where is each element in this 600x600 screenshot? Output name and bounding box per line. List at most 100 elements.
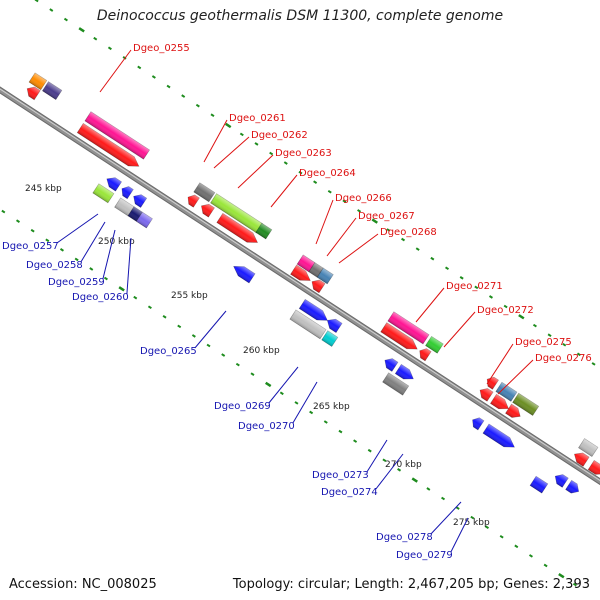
gene-feature [135,211,153,229]
tick-mark [265,381,272,388]
tick-mark [591,362,596,366]
tick-mark [547,333,552,337]
leader-line [366,439,388,473]
tick-mark [327,189,332,194]
gene-feature [28,72,48,91]
gene-feature [114,197,135,217]
tick-mark [181,94,186,98]
tick-mark [576,352,581,357]
gene-feature [380,322,418,350]
scale-label: 275 kbp [453,518,490,528]
gene-feature [495,381,518,402]
gene-label: Dgeo_0260 [72,292,129,303]
leader-line [126,237,132,295]
gene-label: Dgeo_0273 [312,470,369,481]
gene-feature [255,222,273,240]
gene-feature [512,392,540,416]
tick-mark [147,305,152,310]
gene-feature [26,86,41,101]
gene-feature [326,318,343,333]
leader-line [270,174,298,208]
gene-feature [529,475,549,494]
tick-mark [572,582,577,587]
gene-feature [387,311,430,345]
leader-line [80,221,106,263]
scale-label: 265 kbp [313,402,350,412]
leader-line [237,154,274,189]
scale-label: 245 kbp [25,184,62,194]
gene-label: Dgeo_0269 [214,401,271,412]
tick-mark [562,342,567,347]
gene-label: Dgeo_0255 [133,43,190,54]
gene-feature [201,203,215,218]
gene-feature [382,372,410,396]
gene-feature [308,262,324,278]
gene-feature [133,194,148,208]
scale-label: 260 kbp [243,346,280,356]
tick-mark [133,295,138,300]
gene-feature [290,264,311,281]
gene-label: Dgeo_0276 [535,353,592,364]
tick-mark [338,429,343,434]
tick-mark [166,84,171,89]
gene-label: Dgeo_0258 [26,260,83,271]
gene-feature [210,193,264,234]
tick-mark [151,75,156,79]
tick-mark [367,448,372,453]
tick-mark [89,267,94,271]
tick-mark [1,209,6,214]
tick-mark [313,180,318,184]
tick-mark [294,401,299,405]
leader-line [326,217,357,257]
tick-mark [455,506,460,510]
tick-mark [470,515,475,520]
tick-mark [34,0,39,3]
gene-label: Dgeo_0264 [299,168,356,179]
tick-mark [397,468,402,472]
gene-feature [321,330,339,347]
leader-line [203,119,228,163]
tick-mark [309,410,314,415]
tick-mark [518,314,525,320]
leader-line [450,517,469,553]
leader-line [443,311,476,348]
gene-feature [187,194,200,208]
tick-mark [503,304,508,309]
gene-feature [289,309,327,340]
tick-mark [162,315,167,319]
tick-mark [298,170,303,175]
scale-label: 250 kbp [98,237,135,247]
gene-labels: Dgeo_0255Dgeo_0261Dgeo_0262Dgeo_0263Dgeo… [2,43,592,561]
tick-mark [239,132,244,137]
tick-mark [543,563,548,568]
tick-mark [107,46,112,51]
tick-mark [426,487,431,491]
tick-mark [206,343,211,348]
gene-feature [84,111,150,160]
leader-line [194,310,227,349]
tick-mark [118,286,125,292]
tick-mark [532,323,537,328]
gene-label: Dgeo_0265 [140,346,197,357]
gene-feature [384,358,399,372]
tick-mark [254,142,259,146]
tick-mark [371,218,378,224]
tick-mark [357,209,362,213]
leader-line [268,366,299,404]
gene-feature [394,363,414,380]
gene-feature [311,279,326,294]
gene-label: Dgeo_0267 [358,211,415,222]
tick-mark [30,228,35,233]
tick-mark [122,56,127,60]
tick-mark [78,27,85,33]
tick-mark [195,103,200,108]
gene-feature [42,81,63,100]
tick-track [1,0,596,587]
leader-line [292,381,318,424]
tick-mark [353,439,358,443]
tick-mark [411,477,418,483]
tick-mark [474,285,479,290]
tick-mark [269,151,274,156]
tick-mark [459,276,464,280]
tick-mark [558,573,565,579]
